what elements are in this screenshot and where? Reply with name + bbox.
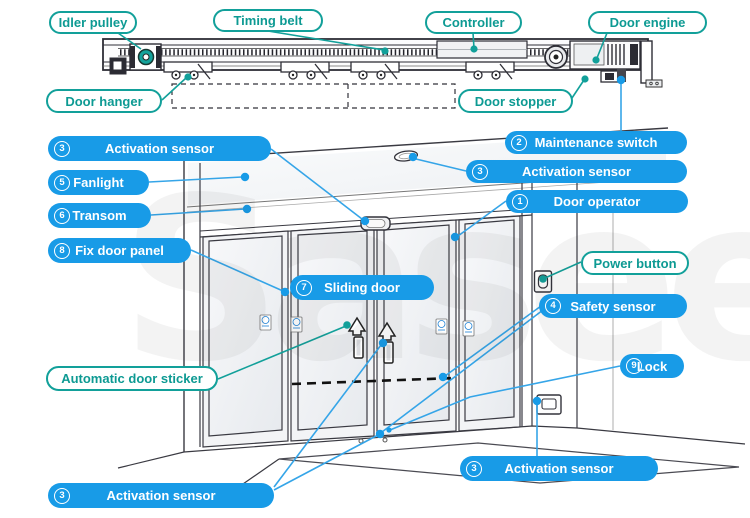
door-hanger-parts (163, 61, 515, 80)
circled-number-icon: 3 (472, 163, 488, 180)
label-text: Door operator (553, 194, 641, 209)
label-text: Door engine (609, 15, 686, 30)
label-timing-belt: Timing belt (213, 9, 323, 32)
label-text: Activation sensor (521, 164, 632, 179)
circled-number-icon: 3 (466, 460, 482, 477)
label-controller: Controller (425, 11, 522, 34)
label-text: Activation sensor (504, 461, 614, 476)
blue-leader-dots (240, 75, 626, 439)
circled-number-icon: 9 (626, 358, 642, 374)
circled-number-icon: 8 (54, 242, 70, 259)
blue-leader-lines (148, 81, 622, 491)
label-text: Sliding door (324, 280, 400, 295)
drive-pulley-part (544, 45, 568, 69)
label-text: Activation sensor (104, 141, 215, 156)
teal-leader-lines (117, 30, 608, 380)
sliding-door-right (376, 219, 457, 437)
door-engine-part (569, 40, 641, 70)
teal-leader-dots (184, 45, 600, 329)
label-text: Fix door panel (75, 243, 164, 258)
circled-number-icon: 3 (54, 487, 70, 504)
circled-number-icon: 7 (296, 279, 312, 296)
label-text: Door stopper (474, 93, 557, 109)
label-text: Transom (72, 208, 127, 223)
label-idler-pulley: Idler pulley (49, 11, 137, 34)
label-activation-sensor-bottom-left: 3 Activation sensor (48, 483, 274, 508)
label-activation-sensor-top-left: 3 Activation sensor (48, 136, 271, 161)
label-text: Safety sensor (570, 298, 656, 314)
door-stickers (259, 314, 475, 337)
circled-number-icon: 4 (545, 298, 561, 314)
door-panel-dashed-outline (171, 83, 456, 109)
idler-pulley-part (129, 43, 162, 71)
label-text: Power button (593, 255, 677, 271)
rail-mechanism-drawing (102, 38, 663, 109)
label-door-hanger: Door hanger (46, 89, 162, 113)
right-bracket-part (640, 40, 663, 88)
label-safety-sensor: 4 Safety sensor (539, 294, 687, 318)
label-power-button: Power button (581, 251, 689, 275)
fix-door-panel-right (458, 215, 521, 432)
wall-activation-sensor (536, 394, 562, 415)
label-text: Activation sensor (106, 488, 216, 503)
door-handles (347, 316, 397, 364)
label-sliding-door: 7 Sliding door (290, 275, 434, 300)
label-door-operator: 1 Door operator (506, 190, 688, 213)
circled-number-icon: 3 (54, 140, 70, 157)
label-text: Timing belt (233, 13, 303, 28)
circled-number-icon: 5 (54, 174, 70, 191)
label-text: Controller (442, 15, 505, 30)
circled-number-icon: 2 (511, 134, 527, 151)
label-activation-sensor-right: 3 Activation sensor (466, 160, 687, 183)
circled-number-icon: 6 (54, 207, 70, 224)
label-fix-door-panel: 8 Fix door panel (48, 238, 191, 263)
label-maintenance-switch: 2 Maintenance switch (505, 131, 687, 154)
label-text: Fanlight (73, 175, 124, 190)
fix-door-panel-left (202, 230, 289, 448)
circled-number-icon: 1 (512, 193, 528, 210)
label-text: Lock (636, 358, 668, 374)
label-door-engine: Door engine (588, 11, 707, 34)
label-door-stopper: Door stopper (458, 89, 573, 113)
safety-beam-dashed-line (291, 376, 456, 386)
label-text: Door hanger (65, 93, 143, 109)
label-text: Automatic door sticker (61, 371, 203, 386)
label-activation-sensor-bottom-right: 3 Activation sensor (460, 456, 658, 481)
label-text: Idler pulley (58, 15, 128, 30)
controller-part (436, 40, 528, 59)
label-automatic-door-sticker: Automatic door sticker (46, 366, 218, 391)
label-text: Maintenance switch (534, 135, 658, 150)
